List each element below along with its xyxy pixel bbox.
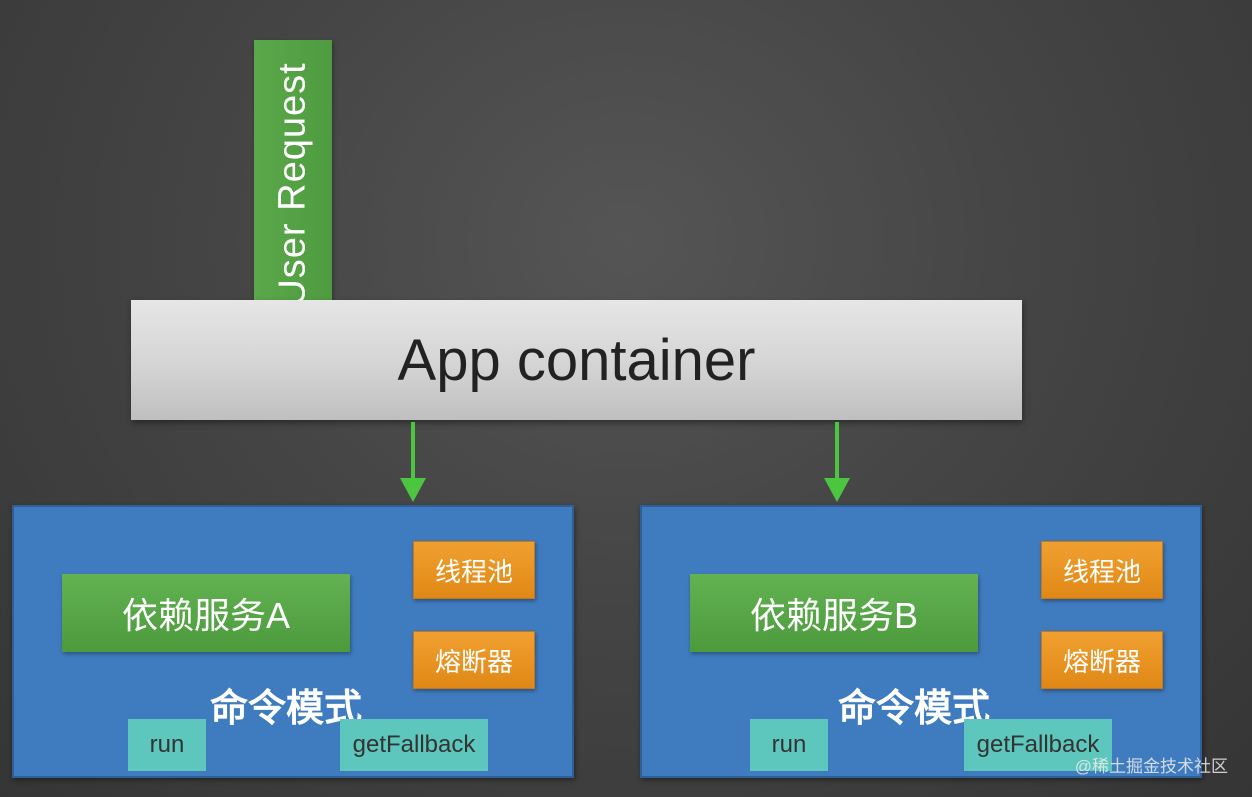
dependency-service-a: 依赖服务A: [62, 574, 350, 652]
app-container-box: App container: [131, 300, 1022, 420]
thread-pool-a: 线程池: [413, 541, 535, 599]
circuit-breaker-a: 熔断器: [413, 631, 535, 689]
service-b-panel: 依赖服务B 线程池 熔断器 命令模式 run getFallback: [640, 505, 1202, 778]
command-pattern-a: 命令模式: [210, 688, 363, 730]
get-fallback-b: getFallback: [964, 719, 1112, 771]
thread-pool-b: 线程池: [1041, 541, 1163, 599]
arrow-to-service-b: [824, 422, 850, 502]
service-a-panel: 依赖服务A 线程池 熔断器 命令模式 run getFallback: [12, 505, 574, 778]
dependency-service-b: 依赖服务B: [690, 574, 978, 652]
run-b: run: [750, 719, 828, 771]
app-container-label: App container: [397, 327, 756, 393]
run-a: run: [128, 719, 206, 771]
arrow-to-service-a: [400, 422, 426, 502]
watermark: @稀土掘金技术社区: [1074, 757, 1228, 776]
circuit-breaker-b: 熔断器: [1041, 631, 1163, 689]
get-fallback-a: getFallback: [340, 719, 488, 771]
user-request-label: User Request: [271, 61, 314, 307]
user-request-box: User Request: [254, 40, 332, 328]
